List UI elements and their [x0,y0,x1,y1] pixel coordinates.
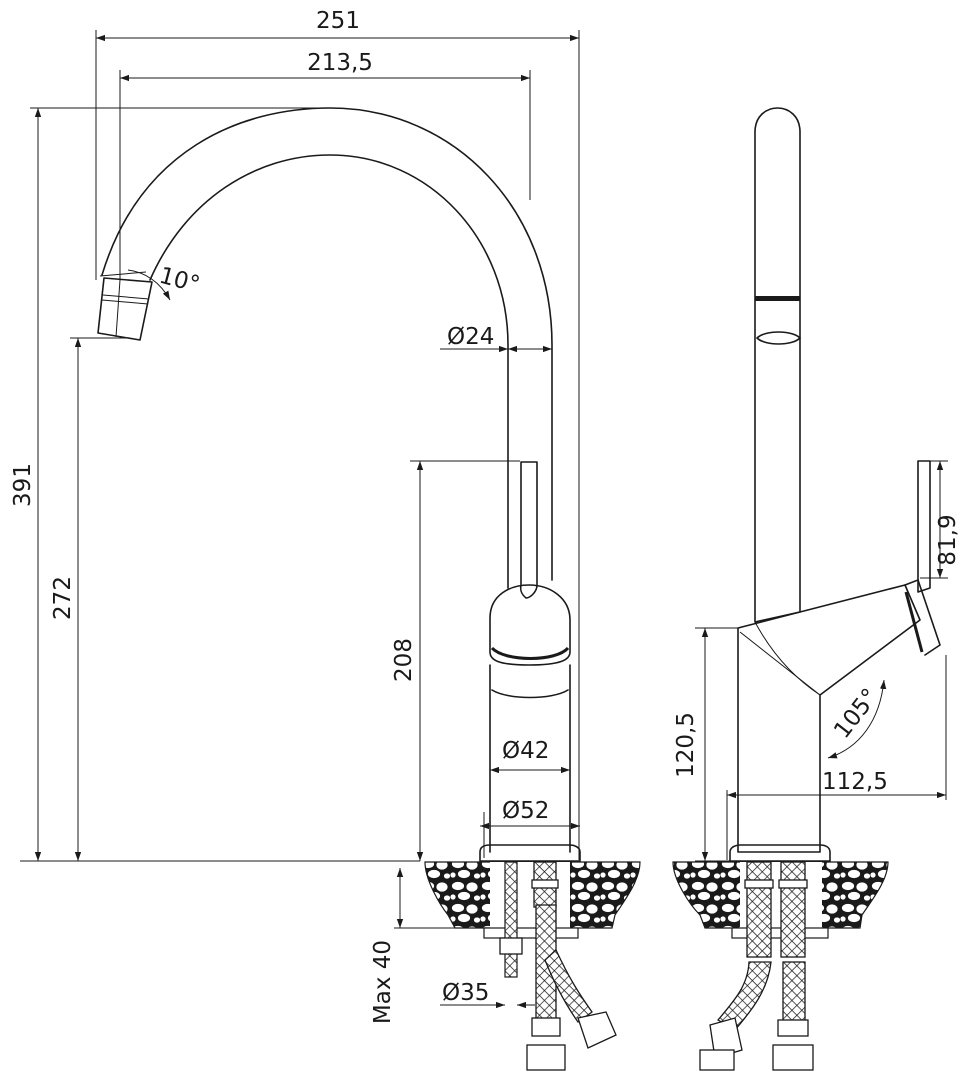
front-view: 251 213,5 391 272 208 10° Ø24 Ø42 Ø52 Ma… [10,8,641,1071]
extension-lines-front [20,30,580,929]
dim-spout-diameter: Ø24 [447,324,494,350]
supply-hoses-front [526,861,617,1071]
dim-outlet-height: 272 [50,576,76,620]
dim-body-side-height: 120,5 [673,712,699,778]
spout-side [754,107,801,623]
dim-spout-reach: 213,5 [307,50,373,76]
dimension-lines-front [34,34,580,1009]
mixer-body-side [729,460,941,862]
countertop-front [424,861,641,939]
dim-base-diameter: Ø52 [502,798,549,824]
dim-height-total: 391 [10,463,36,507]
dim-body-diameter: Ø42 [502,738,549,764]
dim-width-total: 251 [316,8,360,34]
dim-hole-diameter: Ø35 [442,980,489,1006]
spout [97,107,553,589]
side-view: 81,9 120,5 112,5 105° [672,107,961,1071]
dim-outlet-angle: 10° [156,263,202,299]
supply-hoses-side [699,861,814,1071]
dim-max-counter-thickness: Max 40 [370,940,396,1024]
threaded-rod [499,861,523,978]
dimension-lines-side [701,461,946,861]
dim-lever-side-reach: 112,5 [822,769,888,795]
mixer-body-front [479,461,581,862]
dim-lever-length: 81,9 [935,514,961,565]
extension-lines-side [695,460,948,862]
dim-lever-height: 208 [391,638,417,682]
